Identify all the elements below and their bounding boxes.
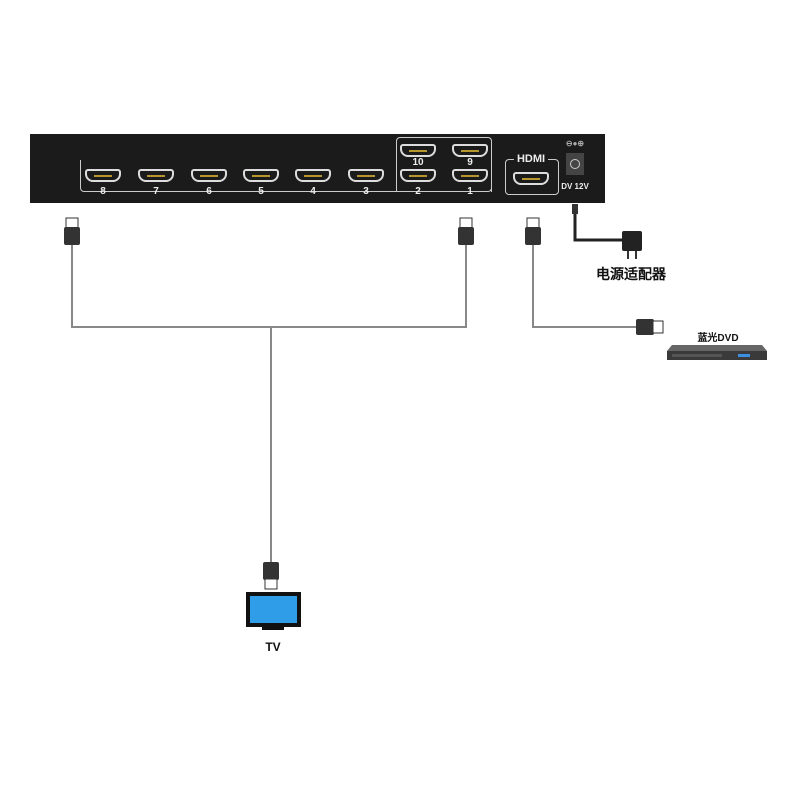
hdmi-plug-icon: [636, 319, 664, 335]
hdmi-plug-icon: [64, 217, 80, 245]
hdmi-output-port-10: [400, 144, 436, 157]
hdmi-plug-icon: [263, 562, 279, 590]
power-cable: [573, 212, 622, 242]
port-label: 6: [206, 186, 212, 197]
hdmi-output-port-8: [85, 169, 121, 182]
tv-icon: [246, 592, 301, 630]
hdmi-output-port-7: [138, 169, 174, 182]
hdmi-output-port-4: [295, 169, 331, 182]
hdmi-splitter-device: 8 7 6 5 4 3 2 1 10 9 HDMI ⊖●⊕ DV 12V: [30, 134, 605, 203]
hdmi-output-port-3: [348, 169, 384, 182]
hdmi-plug-icon: [458, 217, 474, 245]
outputs-top-frame: [396, 137, 492, 192]
hdmi-input-port: [513, 172, 549, 185]
port-label: 3: [363, 186, 369, 197]
power-input-label: DV 12V: [561, 182, 589, 191]
port-label: 2: [415, 186, 421, 197]
output-cable-bus: [71, 244, 467, 328]
bluray-label: 蓝光DVD: [697, 333, 739, 344]
port-label: 1: [467, 186, 473, 197]
hdmi-output-port-9: [452, 144, 488, 157]
hdmi-output-port-1: [452, 169, 488, 182]
hdmi-output-port-6: [191, 169, 227, 182]
hdmi-output-port-2: [400, 169, 436, 182]
port-label: 4: [310, 186, 316, 197]
port-label: 7: [153, 186, 159, 197]
power-adapter-label: 电源适配器: [596, 266, 666, 282]
power-adapter-icon: [572, 204, 642, 259]
hdmi-output-port-5: [243, 169, 279, 182]
dvd-cable: [532, 244, 638, 328]
port-label: 5: [258, 186, 264, 197]
port-label: 8: [100, 186, 106, 197]
tv-label: TV: [265, 640, 281, 654]
port-label: 10: [412, 157, 424, 168]
dc-jack-icon: [566, 153, 584, 175]
port-label: 9: [467, 157, 473, 168]
polarity-icon: ⊖●⊕: [565, 139, 585, 148]
hdmi-input-label: HDMI: [513, 153, 549, 165]
bluray-player-icon: [667, 345, 767, 360]
hdmi-plug-icon: [525, 217, 541, 245]
